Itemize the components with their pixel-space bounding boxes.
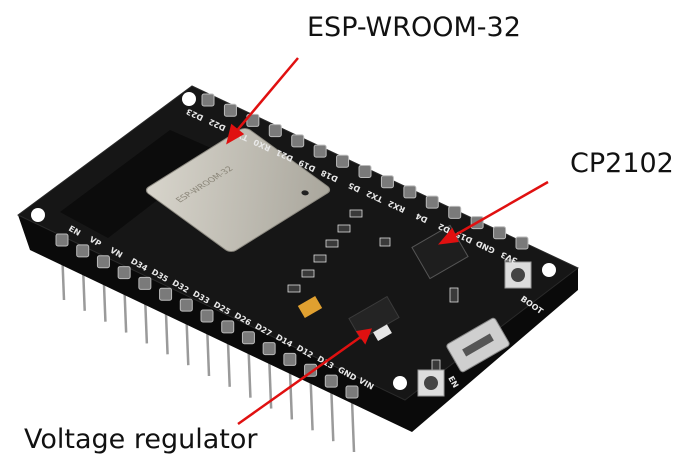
header-pin xyxy=(515,236,529,250)
header-pin xyxy=(324,374,338,388)
cp2102-label: CP2102 xyxy=(570,148,674,179)
header-pin xyxy=(336,154,350,168)
header-pin xyxy=(425,195,439,209)
header-pin xyxy=(268,124,282,138)
mounting-hole xyxy=(393,376,407,390)
header-pin xyxy=(159,287,173,301)
header-pin xyxy=(291,134,305,148)
header-pin xyxy=(138,276,152,290)
header-pin xyxy=(493,226,507,240)
tantalum-capacitor xyxy=(297,295,323,319)
header-pin xyxy=(179,298,193,312)
header-pin xyxy=(283,352,297,366)
header-pin xyxy=(313,144,327,158)
esp-wroom-32-module: ESP-WROOM-32 xyxy=(145,128,331,252)
header-pin xyxy=(345,385,359,399)
micro-usb-port[interactable] xyxy=(446,317,510,373)
header-pin xyxy=(403,185,417,199)
header-pin xyxy=(96,255,110,269)
en-button[interactable] xyxy=(417,369,445,397)
mounting-hole xyxy=(31,208,45,222)
header-pin xyxy=(380,175,394,189)
module-arrowhead xyxy=(226,123,245,145)
mounting-hole xyxy=(182,92,196,106)
boot-button[interactable] xyxy=(504,261,532,289)
module-arrow xyxy=(233,57,299,135)
header-pin xyxy=(448,205,462,219)
regulator-arrowhead xyxy=(355,328,373,345)
header-pin xyxy=(201,93,215,107)
header-pin-rows xyxy=(55,93,529,399)
header-pin xyxy=(262,342,276,356)
regulator-label: Voltage regulator xyxy=(24,424,258,455)
cp2102-arrow xyxy=(449,180,549,240)
pin-leg xyxy=(350,399,356,453)
voltage-regulator-chip xyxy=(348,295,400,342)
callout-arrows xyxy=(226,57,549,426)
regulator-arrow xyxy=(237,334,363,426)
header-pin xyxy=(223,103,237,117)
pin-leg xyxy=(330,389,335,442)
header-pin xyxy=(221,320,235,334)
header-pin xyxy=(76,244,90,258)
pin-leg xyxy=(247,345,252,398)
antenna-area xyxy=(60,130,220,238)
header-pin xyxy=(358,165,372,178)
header-pin xyxy=(55,233,69,247)
cp2102-arrowhead xyxy=(437,227,459,245)
mounting-hole xyxy=(542,263,556,277)
pin-leg xyxy=(309,378,314,431)
header-pin xyxy=(241,331,255,345)
header-pin xyxy=(117,266,131,280)
pin-leg xyxy=(288,367,294,420)
module-label: ESP-WROOM-32 xyxy=(307,12,521,43)
header-pin xyxy=(200,309,214,323)
